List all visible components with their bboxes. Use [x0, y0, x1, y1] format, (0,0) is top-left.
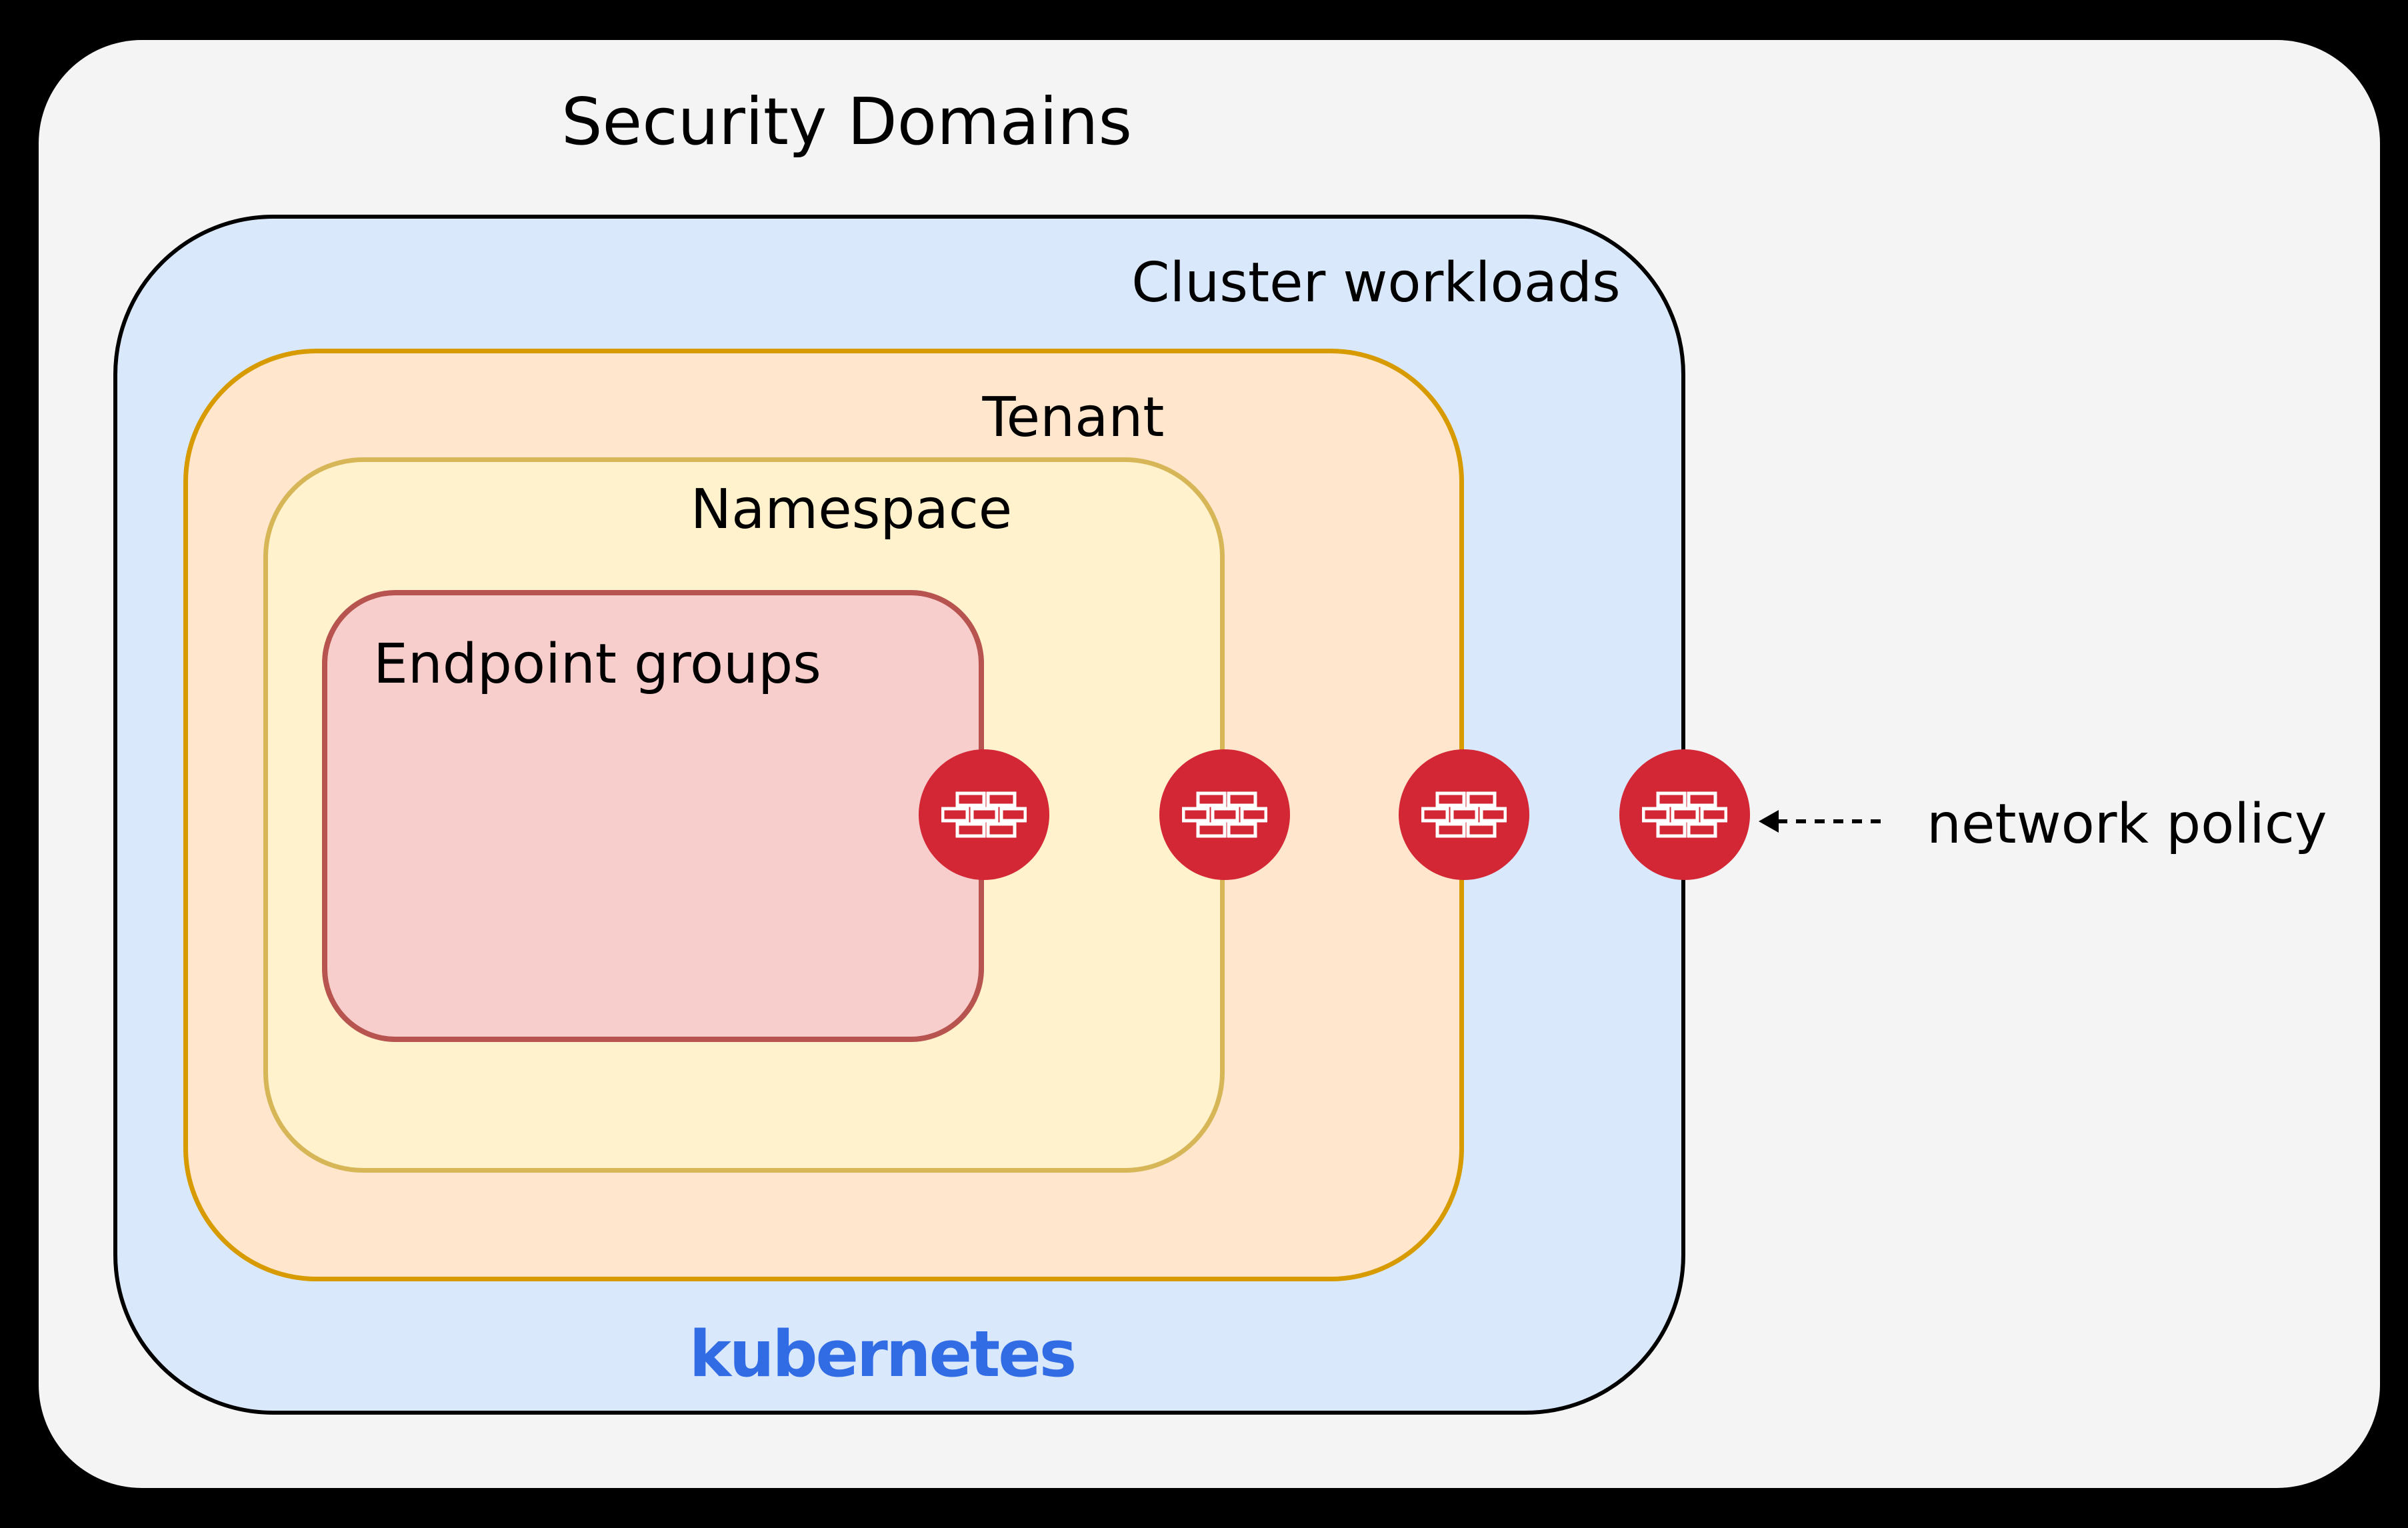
network-policy-arrow — [1757, 797, 1891, 845]
endpoint-groups-label: Endpoint groups — [373, 633, 821, 696]
firewall-badge-cluster-boundary — [1619, 749, 1750, 880]
tenant-label: Tenant — [982, 386, 1165, 449]
kubernetes-wordmark: kubernetes — [689, 1318, 1077, 1391]
firewall-badge-namespace-boundary — [1159, 749, 1290, 880]
firewall-icon — [1642, 791, 1727, 838]
page-title: Security Domains — [561, 84, 1133, 159]
namespace-label: Namespace — [690, 478, 1013, 541]
firewall-icon — [941, 791, 1027, 838]
dashed-left-arrow-icon — [1759, 810, 1884, 833]
network-policy-label: network policy — [1927, 793, 2327, 856]
cluster-workloads-label: Cluster workloads — [1131, 251, 1621, 315]
firewall-badge-endpoint-boundary — [919, 749, 1049, 880]
firewall-icon — [1421, 791, 1507, 838]
firewall-badge-tenant-boundary — [1399, 749, 1529, 880]
endpoint-groups-box — [322, 590, 984, 1042]
firewall-icon — [1182, 791, 1267, 838]
